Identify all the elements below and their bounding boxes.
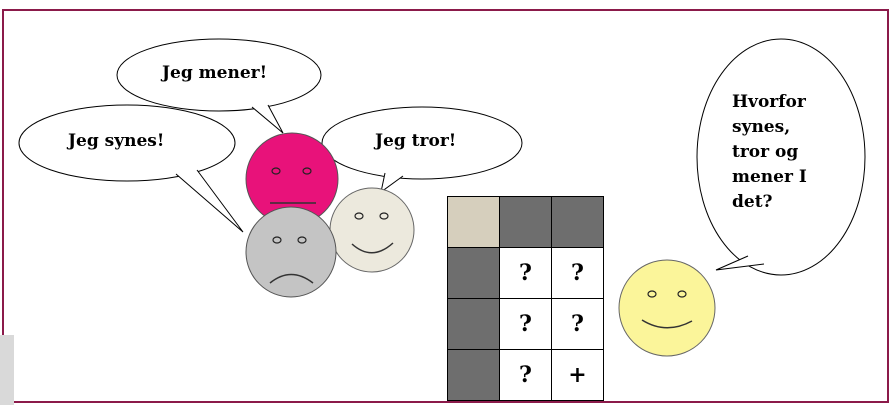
grid-cell (499, 196, 552, 248)
question-line-5: det? (732, 192, 773, 212)
grid-cell: ? (499, 349, 552, 401)
bubble-text-synes: Jeg synes! (68, 131, 165, 151)
grid-cell (447, 349, 500, 401)
speech-bubble-question (696, 38, 866, 276)
question-line-2: synes, (732, 117, 791, 137)
question-line-4: mener I (732, 167, 807, 187)
frame-border (2, 9, 889, 403)
grid-cell: + (551, 349, 604, 401)
white-smiley-happy (329, 187, 415, 273)
bubble-text-question: Hvorfor synes, tror og mener I det? (732, 90, 807, 215)
grid-cell: ? (551, 247, 604, 299)
question-grid: ? ? ? ? ? + (447, 196, 604, 401)
grid-cell: ? (551, 298, 604, 350)
grid-cell (447, 247, 500, 299)
bubble-text-tror: Jeg tror! (375, 131, 457, 151)
bubble-text-mener: Jeg mener! (162, 63, 268, 83)
question-line-1: Hvorfor (732, 92, 806, 112)
grey-smiley-sad (245, 206, 337, 298)
grid-cell (447, 196, 500, 248)
speech-bubble-synes (18, 104, 244, 233)
grid-cell: ? (499, 247, 552, 299)
speech-bubble-tror (321, 106, 523, 194)
question-line-3: tror og (732, 142, 799, 162)
grid-row: ? ? (447, 247, 604, 299)
grid-cell (551, 196, 604, 248)
yellow-smiley-happy (618, 259, 716, 357)
grid-row (447, 196, 604, 248)
corner-shadow (0, 335, 14, 405)
grid-row: ? ? (447, 298, 604, 350)
speech-bubble-mener (116, 38, 322, 134)
grid-row: ? + (447, 349, 604, 401)
grid-cell (447, 298, 500, 350)
grid-cell: ? (499, 298, 552, 350)
